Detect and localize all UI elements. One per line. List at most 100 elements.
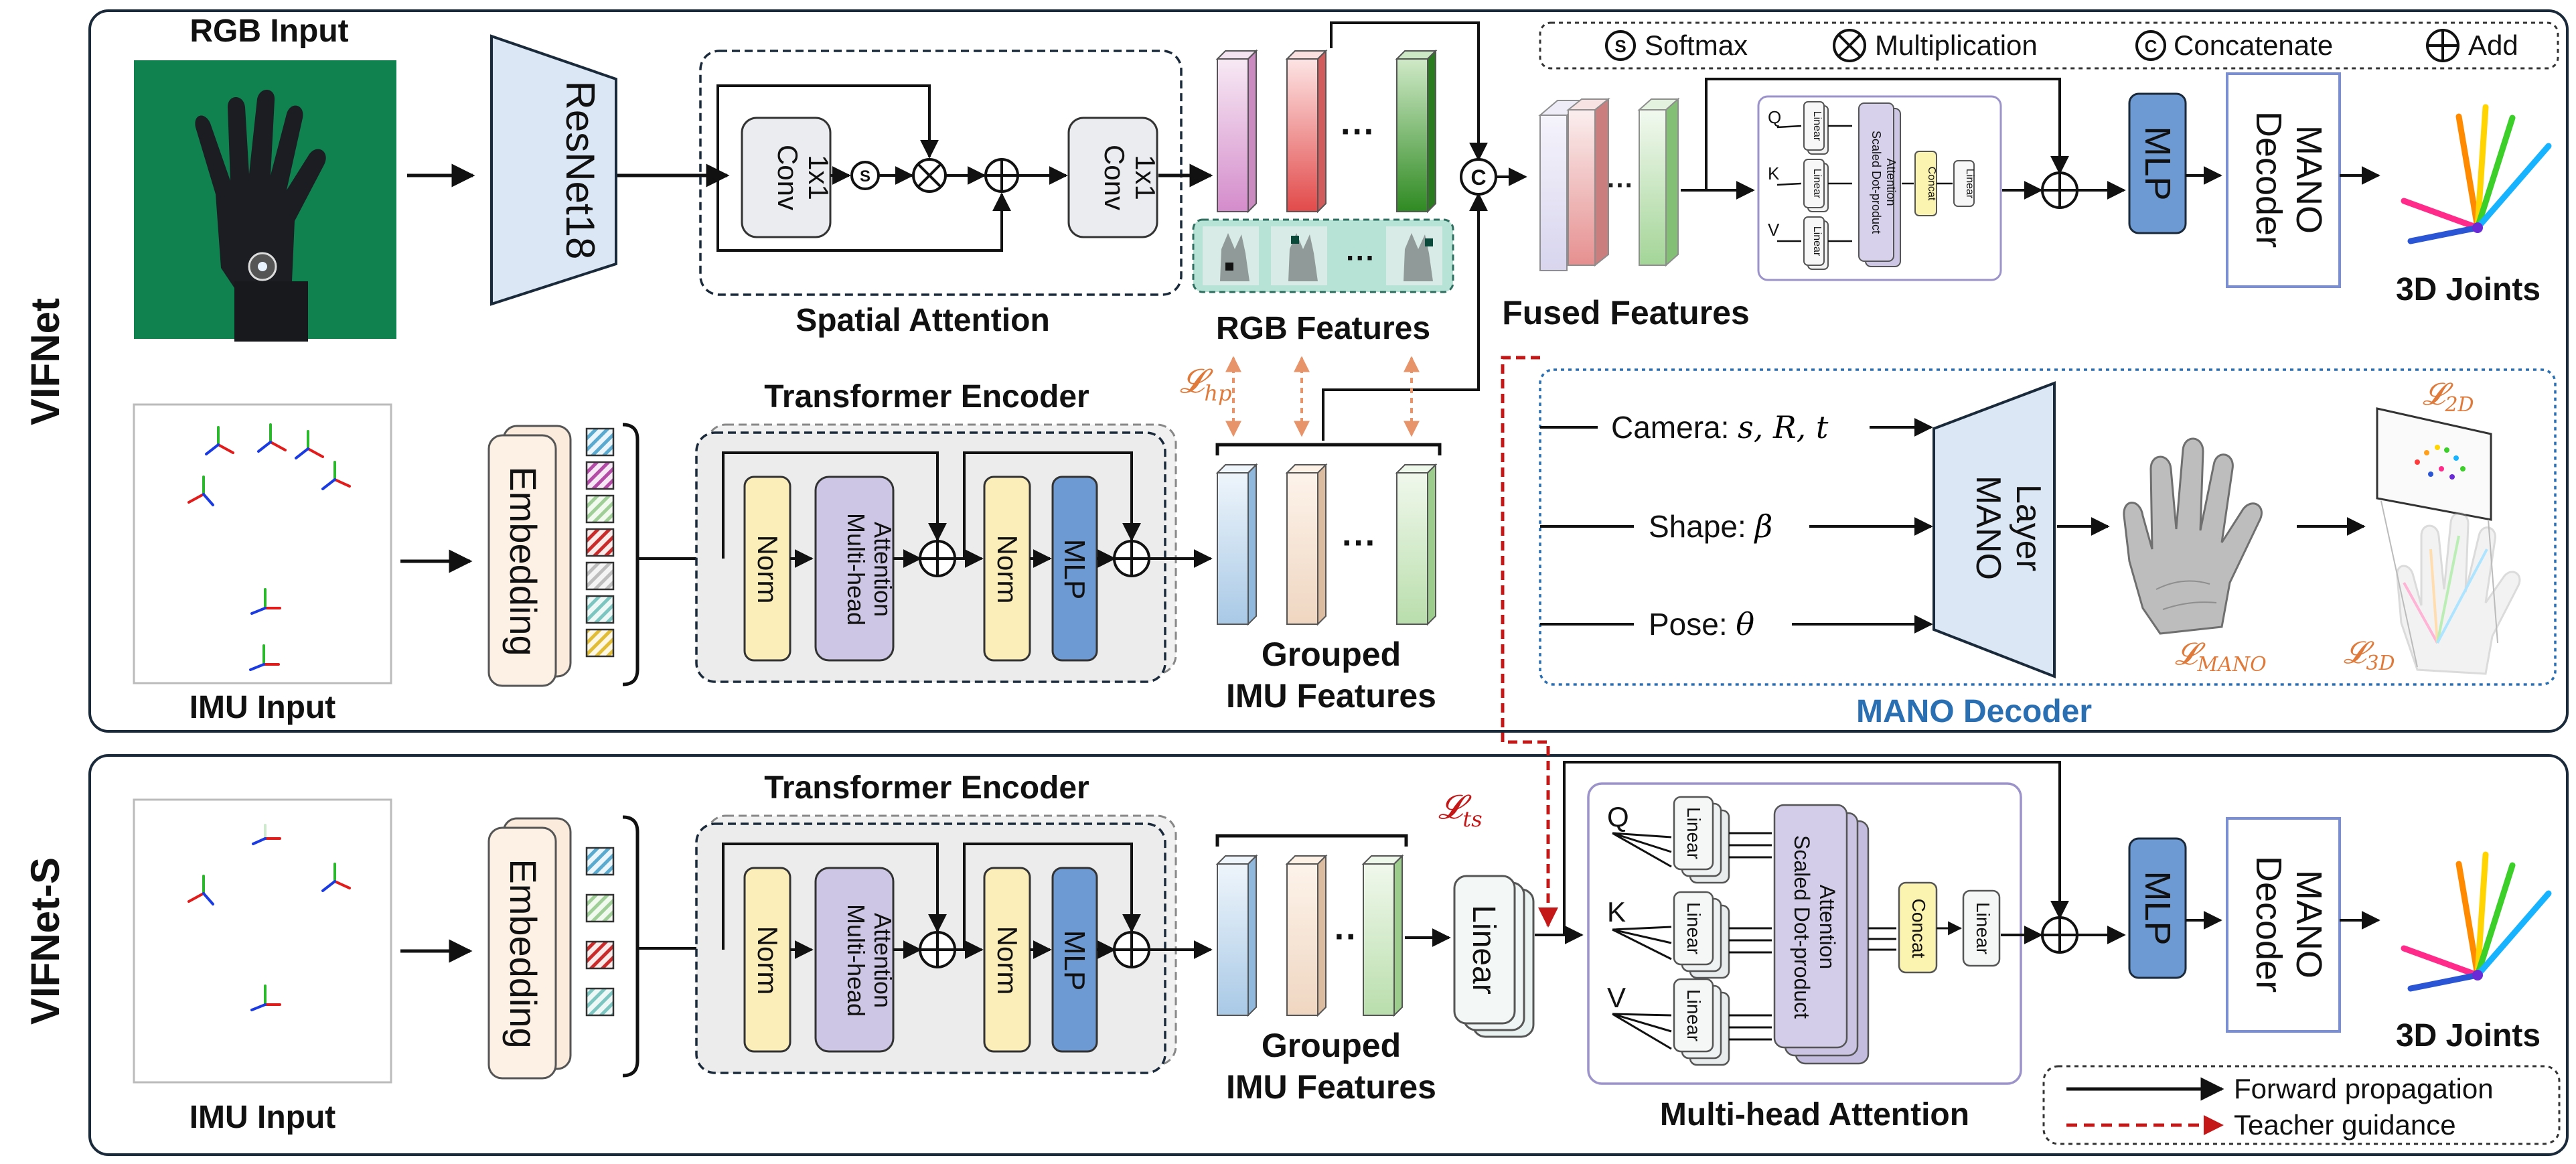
mano-decoder-block — [2226, 817, 2341, 1033]
svg-text:Pose: θ: Pose: θ — [1649, 606, 1754, 642]
linear-stack-v: Linear — [1803, 216, 1829, 270]
legend-multiplication: Multiplication — [1875, 29, 2038, 61]
imu-input-panel — [133, 403, 392, 684]
svg-text:K: K — [1768, 163, 1780, 184]
propagation-legend: Forward propagation Teacher guidance — [2042, 1065, 2561, 1145]
svg-text:Linear: Linear — [1811, 169, 1823, 199]
transformer-encoder-block: Norm Multi-head Attention Norm MLP — [695, 814, 1177, 1074]
svg-text:MLP: MLP — [1058, 930, 1091, 991]
norm-block — [983, 476, 1031, 662]
resnet18-label: ResNet18 — [558, 81, 603, 260]
pose-input: Pose: θ — [1540, 604, 1933, 644]
rgb-input-image — [134, 60, 396, 342]
legend-add: Add — [2468, 29, 2518, 61]
svg-text:Linear: Linear — [1973, 902, 1993, 954]
multi-head-attention-label: Multi-head Attention — [1660, 1097, 1969, 1133]
softmax-icon — [1605, 30, 1636, 61]
mlp-block — [1051, 476, 1098, 662]
grouped-imu-label-1: Grouped — [1262, 1027, 1401, 1064]
3d-joints-label: 3D Joints — [2396, 272, 2541, 307]
svg-text:Q: Q — [1768, 107, 1781, 127]
svg-text:Scaled Dot-product: Scaled Dot-product — [1790, 835, 1814, 1019]
imu-axes-glyphs — [187, 824, 351, 1011]
loss-ts-label: 𝓛ts — [1438, 788, 1483, 832]
linear-stack-k: Linear — [1803, 159, 1829, 212]
svg-text:Linear: Linear — [1811, 226, 1823, 257]
linear-stack-k: Linear — [1673, 891, 1730, 979]
embedding-block: Embedding — [487, 817, 572, 1080]
vifnet-s-label: VIFNet-S — [23, 857, 68, 1025]
attention-map-thumbnails: ··· — [1192, 218, 1454, 293]
svg-text:Decoder: Decoder — [2249, 856, 2289, 993]
svg-text:Conv: Conv — [1099, 145, 1130, 210]
multi-head-attention-detail: Q K V Linear Linear Linear Scaled Dot-pr… — [1587, 782, 2022, 1085]
svg-text:Camera: s, R, t: Camera: s, R, t — [1611, 409, 1829, 445]
svg-text:MANO: MANO — [2289, 870, 2329, 978]
svg-text:Attention: Attention — [1884, 158, 1898, 206]
imu-input-panel — [133, 798, 392, 1084]
svg-text:MLP: MLP — [2137, 126, 2178, 200]
svg-text:Linear: Linear — [1466, 905, 1501, 994]
svg-text:Linear: Linear — [1683, 989, 1704, 1041]
feature-bar — [1286, 58, 1318, 212]
loss-2d-label: 𝓛2D — [2423, 376, 2474, 417]
rgb-feature-bars: ··· — [1215, 49, 1438, 214]
svg-text:MANO: MANO — [1969, 476, 2007, 580]
ellipsis: ··· — [1607, 171, 1634, 200]
svg-text:Linear: Linear — [1683, 807, 1704, 859]
linear-stack-v: Linear — [1673, 978, 1730, 1066]
svg-text:Attention: Attention — [869, 522, 897, 617]
svg-text:Concat: Concat — [1908, 899, 1929, 958]
embedding-tokens — [585, 847, 615, 1017]
mlp-block — [1051, 867, 1098, 1053]
imu-axes-glyphs — [187, 423, 351, 671]
ellipsis: ··· — [1342, 524, 1377, 563]
linear-stack-q: Linear — [1803, 101, 1829, 155]
legend-forward: Forward propagation — [2234, 1073, 2494, 1104]
svg-text:C: C — [2145, 36, 2157, 56]
vifnet-label: VIFNet — [23, 298, 68, 425]
token-brace — [622, 815, 639, 1078]
conv-1x1-block-2 — [1067, 117, 1158, 238]
linear-stack: Linear — [1453, 875, 1535, 1038]
loss-3d-label: 𝓛3D — [2344, 634, 2395, 675]
projection-plane-2d — [2376, 407, 2492, 521]
conv-1x1-block-1 — [741, 117, 832, 238]
fused-feature-bars: ··· — [1538, 97, 1680, 271]
top-attention-block: Q K V Linear Linear Linear Scaled Dot-pr… — [1706, 95, 2002, 281]
shape-input: Shape: β — [1540, 506, 1933, 547]
linear-stack-q: Linear — [1673, 796, 1730, 884]
svg-text:Norm: Norm — [752, 535, 783, 604]
multi-head-attention-block — [814, 476, 895, 662]
legend-teacher: Teacher guidance — [2234, 1109, 2456, 1141]
svg-text:Shape: β: Shape: β — [1649, 508, 1772, 544]
mlp-block — [2128, 92, 2187, 234]
norm-block — [743, 476, 791, 662]
svg-text:Embedding: Embedding — [502, 466, 544, 656]
feature-bar — [1217, 58, 1249, 212]
feature-bar — [1396, 58, 1428, 212]
mano-decoder-block — [2226, 72, 2341, 288]
grouped-brace — [1215, 443, 1442, 455]
multi-head-attention-block — [814, 867, 895, 1053]
teacher-guidance-path — [1501, 356, 1558, 928]
imu-input-label: IMU Input — [190, 1100, 336, 1135]
rgb-features-label: RGB Features — [1216, 311, 1430, 346]
fused-features-label: Fused Features — [1502, 294, 1750, 332]
svg-text:MANO: MANO — [2289, 125, 2329, 234]
svg-text:Concat: Concat — [1926, 167, 1937, 201]
concatenate-icon — [2135, 30, 2166, 61]
resnet18-block — [490, 34, 617, 306]
svg-text:Q: Q — [1607, 801, 1629, 832]
imu-feature-bars: ·· — [1215, 854, 1404, 1017]
svg-text:Linear: Linear — [1683, 902, 1704, 954]
imu-input-label: IMU Input — [190, 690, 336, 725]
svg-text:Embedding: Embedding — [502, 859, 544, 1048]
3d-joints-label: 3D Joints — [2396, 1018, 2541, 1053]
svg-text:Norm: Norm — [752, 926, 783, 995]
svg-text:C: C — [1470, 165, 1486, 190]
vifnet-s-frame — [88, 754, 2569, 1156]
embedding-block: Embedding — [487, 425, 572, 687]
grouped-imu-label-1: Grouped — [1262, 636, 1401, 673]
